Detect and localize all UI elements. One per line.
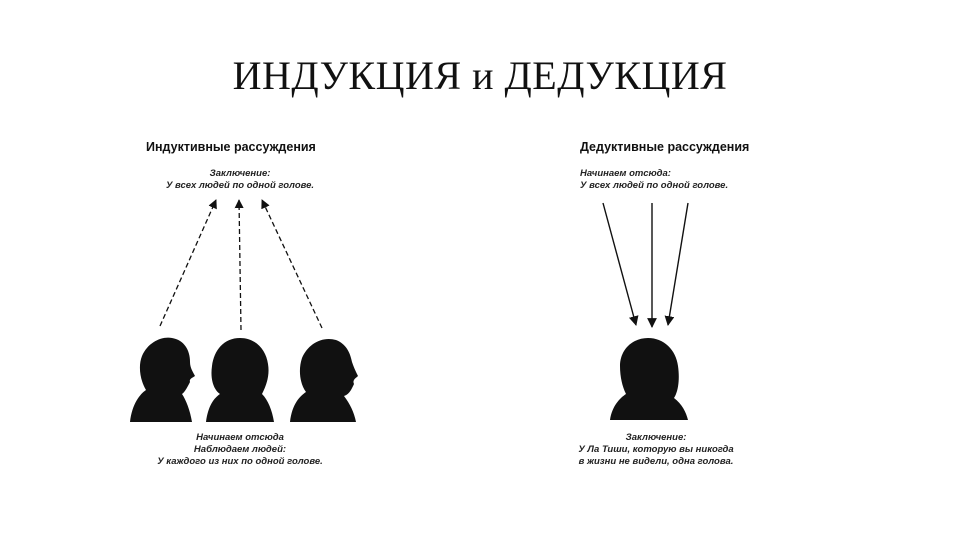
inductive-observe-label: Наблюдаем людей:	[193, 444, 287, 455]
inductive-heading: Индуктивные рассуждения	[146, 140, 316, 154]
inductive-conclusion: Заключение: У всех людей по одной голове…	[150, 168, 330, 192]
deductive-conclusion-text-1: У Ла Тиши, которую вы никогда	[578, 444, 734, 455]
deductive-arrow-right	[664, 202, 689, 326]
deductive-start-label: Начинаем отсюда:	[580, 168, 671, 179]
head-silhouette-4	[610, 338, 688, 420]
inductive-observe-text: У каждого из них по одной голове.	[157, 456, 323, 467]
deductive-arrow-left	[602, 202, 639, 326]
deductive-start: Начинаем отсюда: У всех людей по одной г…	[580, 168, 728, 192]
inductive-start-label: Начинаем отсюда	[196, 432, 284, 443]
head-silhouette-3	[290, 338, 358, 422]
deductive-conclusion-label: Заключение:	[625, 432, 687, 443]
inductive-conclusion-label: Заключение:	[209, 168, 271, 179]
inductive-arrow-middle	[234, 199, 244, 331]
inductive-observation: Начинаем отсюда Наблюдаем людей: У каждо…	[140, 432, 340, 468]
inductive-conclusion-text: У всех людей по одной голове.	[165, 180, 315, 191]
head-silhouette-2	[206, 338, 274, 422]
inductive-arrow-left	[159, 199, 217, 327]
deductive-start-text: У всех людей по одной голове.	[580, 180, 729, 191]
deductive-heading: Дедуктивные рассуждения	[580, 140, 750, 154]
deductive-conclusion-text-2: в жизни не видели, одна голова.	[578, 456, 734, 467]
deductive-conclusion: Заключение: У Ла Тиши, которую вы никогд…	[566, 432, 746, 468]
slide-title: ИНДУКЦИЯ и ДЕДУКЦИЯ	[232, 53, 728, 98]
head-silhouette-1	[130, 337, 195, 422]
inductive-arrow-right	[261, 199, 323, 329]
